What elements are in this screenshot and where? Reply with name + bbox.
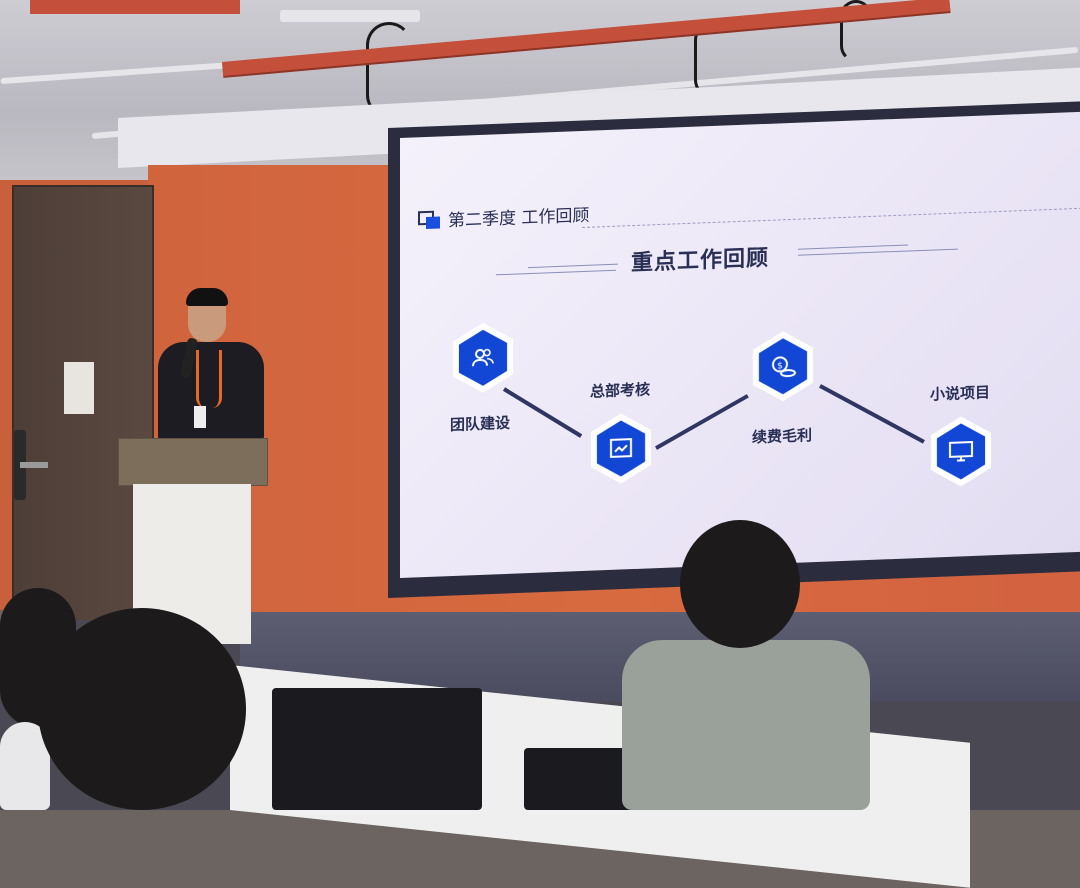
node-novel-project [926,415,996,488]
audience-member-head [38,608,246,810]
presentation-screen: 第二季度 工作回顾 重点工作回顾 团队建设 总部考核 $ 续费毛利 小说项目 [400,111,1080,579]
node-renewal-margin: $ [748,330,818,403]
ceiling-cable [366,22,412,118]
audience-member-head [680,520,800,648]
svg-text:$: $ [777,361,783,371]
monitor-icon [933,422,989,480]
node-label: 小说项目 [930,383,991,404]
header-divider [582,207,1080,229]
trend-chart-icon [593,419,649,477]
coins-icon: $ [755,337,811,395]
podium-top [118,438,268,486]
slide-header-text: 第二季度 工作回顾 [448,205,590,232]
posted-notice [64,362,94,414]
lanyard [196,350,222,408]
node-label: 团队建设 [450,413,511,435]
audience-member-shirt [622,640,870,810]
connector-line [502,387,583,438]
id-badge [194,406,206,428]
ceiling-light-strip [30,0,240,14]
connector-line [655,394,749,450]
speaker-hair [186,288,228,306]
office-chair [272,688,482,810]
speaker-torso [158,342,264,442]
ceiling-vent [280,10,420,22]
node-hq-assessment [586,412,656,485]
slide-title: 重点工作回顾 [630,245,769,277]
door-handle [20,462,48,468]
connector-line [819,384,925,444]
node-label: 续费毛利 [752,426,813,447]
node-team-building [448,321,518,394]
ceiling-cable [840,0,872,62]
slide-header: 第二季度 工作回顾 [418,201,589,233]
section-icon [418,210,440,229]
team-icon [455,329,511,387]
node-label: 总部考核 [590,380,651,401]
